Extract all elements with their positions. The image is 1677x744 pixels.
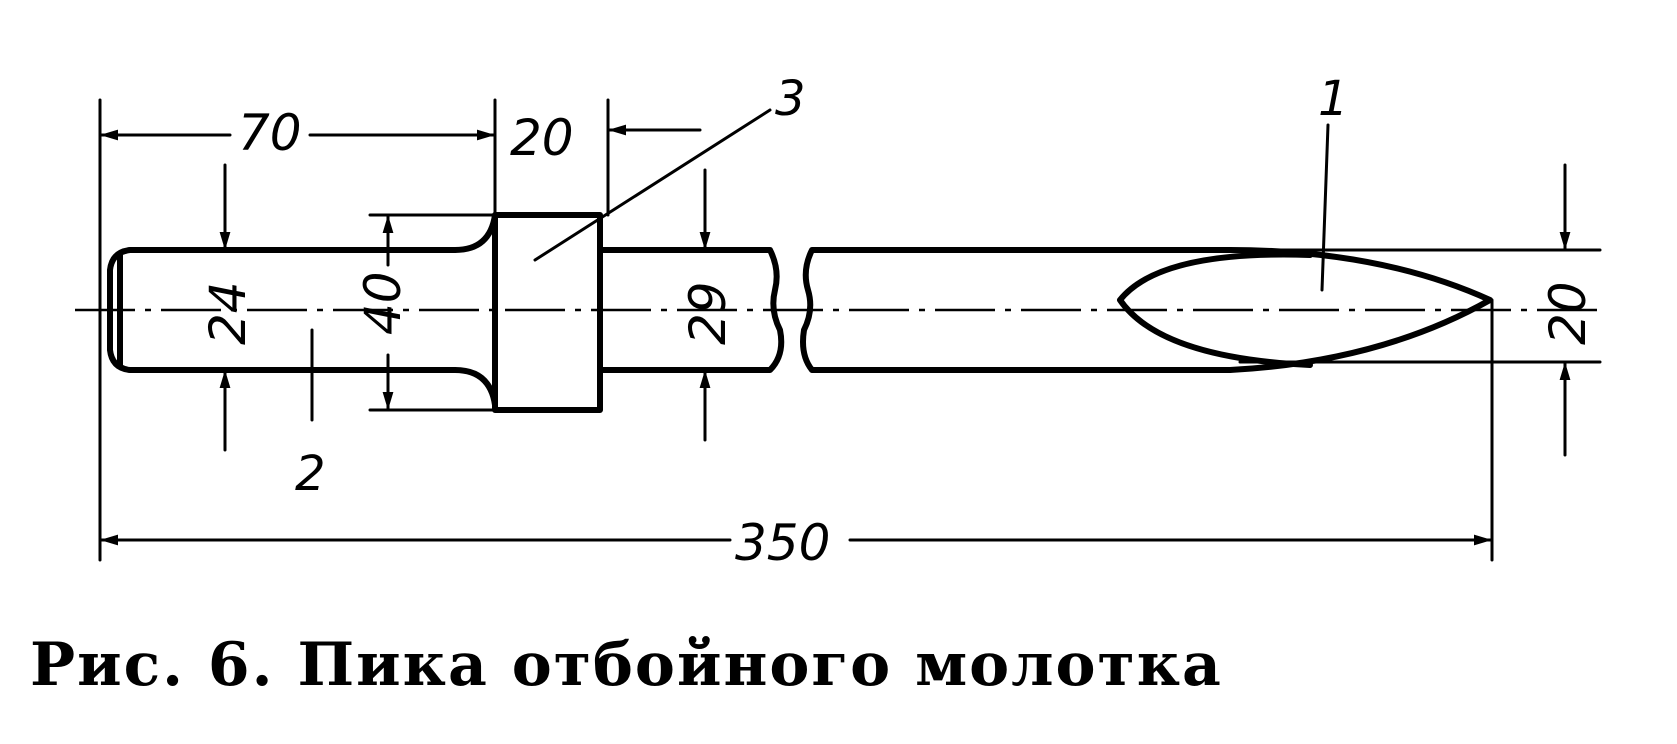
- shank-outline: [107, 247, 458, 373]
- neck-outline: [597, 247, 785, 373]
- tip-outline: [1227, 247, 1493, 373]
- tip-facet: [1117, 251, 1313, 368]
- dim-29-label: 29: [679, 281, 737, 345]
- dim-350-label: 350: [735, 514, 830, 572]
- leader-3: [533, 108, 772, 262]
- dim-40-label: 40: [354, 271, 412, 335]
- figure-caption: Рис. 6. Пика отбойного молотка: [30, 630, 1223, 700]
- dim-20-label: 20: [510, 109, 574, 167]
- dim-24-label: 24: [199, 281, 257, 345]
- dim-20-tip-label: 20: [1539, 281, 1597, 345]
- collar-fillet-bottom: [452, 367, 498, 408]
- collar-fillet-top: [452, 212, 498, 253]
- callout-2: 2: [295, 446, 326, 502]
- dim-70-label: 70: [238, 104, 302, 162]
- callout-1: 1: [1318, 71, 1349, 127]
- leader-1: [1320, 123, 1330, 292]
- rod-outline: [800, 247, 1233, 373]
- callout-3: 3: [775, 71, 806, 127]
- collar: [492, 212, 603, 413]
